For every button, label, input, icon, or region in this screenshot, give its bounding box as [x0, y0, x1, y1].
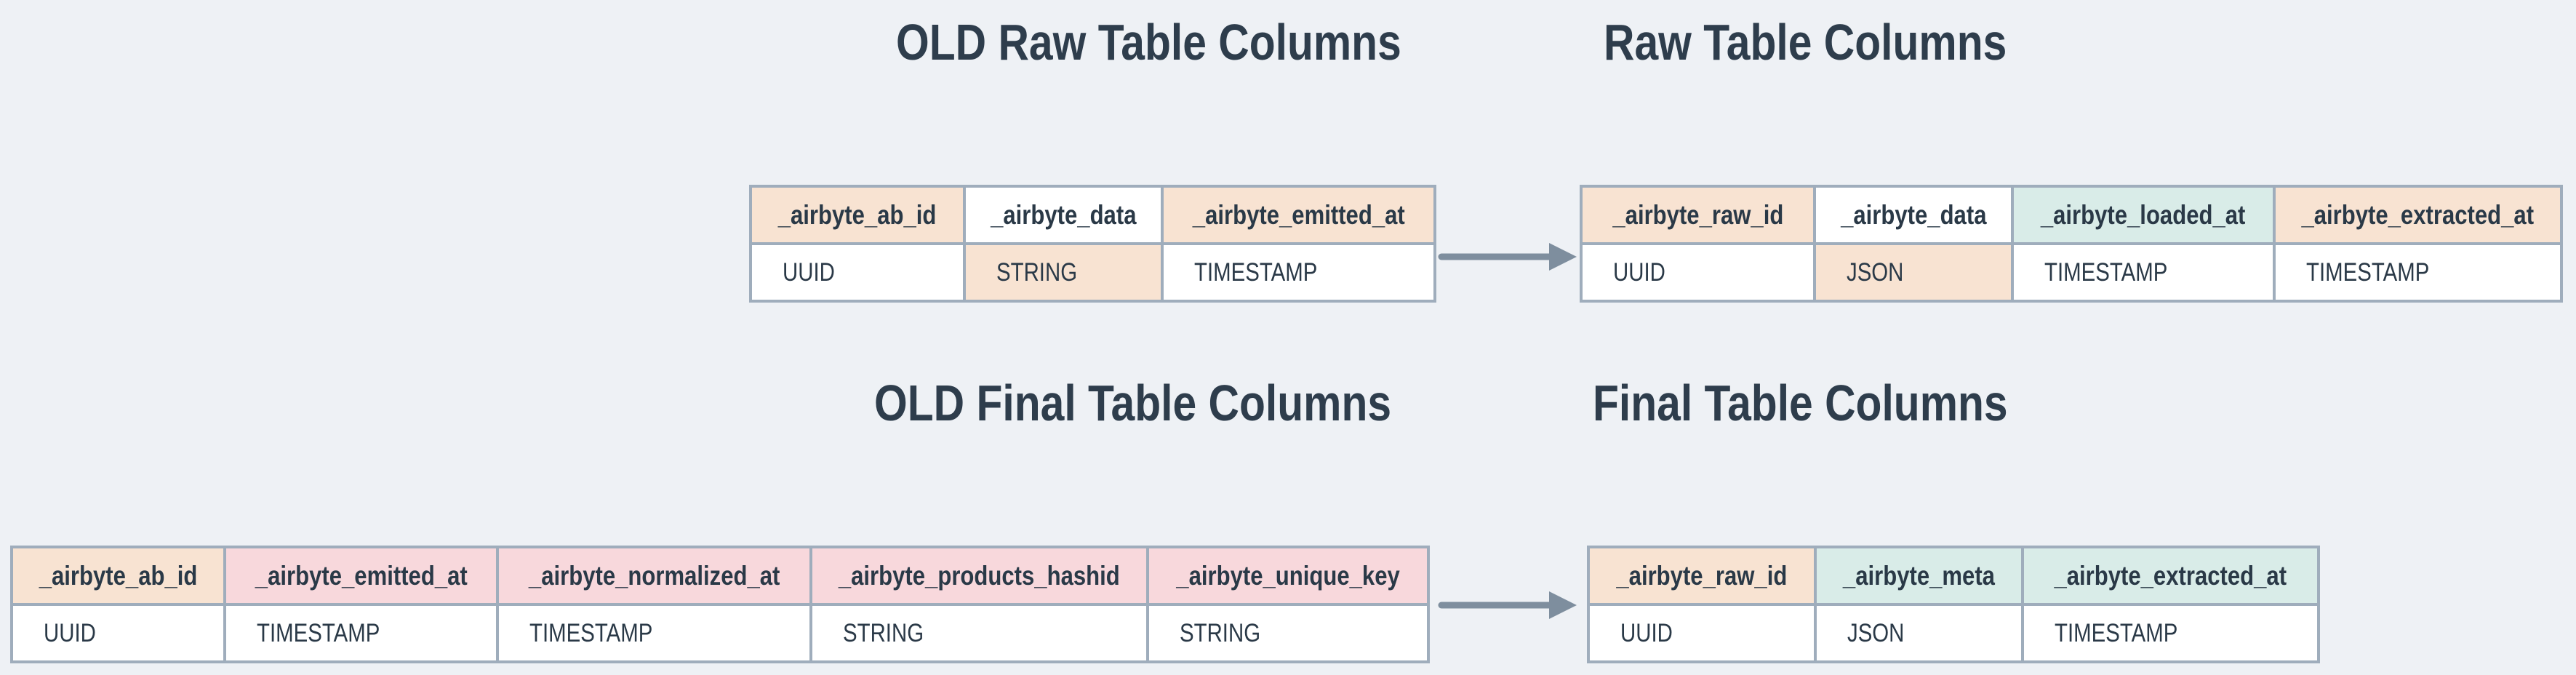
column-header-cell-label: _airbyte_data [1841, 199, 1987, 230]
column-header-cell: _airbyte_raw_id [1583, 188, 1814, 242]
column-header-cell-label: _airbyte_ab_id [778, 199, 937, 230]
column-header-cell-label: _airbyte_raw_id [1616, 560, 1788, 591]
raw-table-title-text: Raw Table Columns [1604, 14, 2007, 71]
old-final-table-type-row: UUID TIMESTAMP TIMESTAMP STRING STRING [13, 606, 1427, 660]
column-type-cell-label: UUID [44, 618, 96, 647]
column-header-cell: _airbyte_raw_id [1590, 548, 1815, 603]
old-final-table: _airbyte_ab_id _airbyte_emitted_at _airbyt… [10, 546, 1430, 663]
old-raw-table-header-row: _airbyte_ab_id _airbyte_data _airbyte_emit… [752, 188, 1433, 242]
column-header-cell-label: _airbyte_loaded_at [2041, 199, 2246, 230]
old-final-table-title-text: OLD Final Table Columns [874, 375, 1392, 431]
column-header-cell: _airbyte_meta [1817, 548, 2022, 603]
column-type-cell-label: UUID [783, 257, 835, 287]
column-type-cell-label: UUID [1620, 618, 1673, 647]
raw-migration-arrow-icon [1438, 243, 1577, 271]
old-raw-table-type-row: UUID STRING TIMESTAMP [752, 245, 1433, 300]
column-type-cell: STRING [1148, 606, 1427, 660]
final-table-type-row: UUID JSON TIMESTAMP [1590, 606, 2317, 660]
column-type-cell-label: TIMESTAMP [2305, 257, 2430, 287]
column-type-cell: TIMESTAMP [2014, 245, 2273, 300]
arrow-head [1549, 591, 1577, 619]
column-header-cell-label: _airbyte_data [990, 199, 1137, 230]
column-header-cell: _airbyte_extracted_at [2024, 548, 2317, 603]
final-migration-arrow-icon [1438, 591, 1577, 619]
column-type-cell: TIMESTAMP [2024, 606, 2317, 660]
column-type-cell: TIMESTAMP [498, 606, 809, 660]
old-raw-table: _airbyte_ab_id _airbyte_data _airbyte_emit… [749, 185, 1436, 303]
column-type-cell: UUID [1583, 245, 1814, 300]
column-type-cell: JSON [1817, 606, 2022, 660]
column-header-cell-label: _airbyte_extracted_at [2054, 560, 2287, 591]
raw-table: _airbyte_raw_id _airbyte_data _airbyte_loa… [1580, 185, 2563, 303]
column-type-cell: TIMESTAMP [1164, 245, 1433, 300]
column-type-cell-label: JSON [1847, 257, 1904, 287]
raw-table-header-row: _airbyte_raw_id _airbyte_data _airbyte_loa… [1583, 188, 2560, 242]
column-type-cell-label: TIMESTAMP [1194, 257, 1318, 287]
column-type-cell-label: TIMESTAMP [257, 618, 380, 647]
column-header-cell: _airbyte_ab_id [13, 548, 224, 603]
final-table-header-row: _airbyte_raw_id _airbyte_meta _airbyte_ext… [1590, 548, 2317, 603]
column-header-cell: _airbyte_products_hashid [812, 548, 1146, 603]
column-header-cell: _airbyte_loaded_at [2014, 188, 2273, 242]
column-type-cell-label: STRING [1179, 618, 1260, 647]
arrow-head [1549, 243, 1577, 271]
column-header-cell: _airbyte_normalized_at [498, 548, 809, 603]
column-header-cell-label: _airbyte_raw_id [1612, 199, 1784, 230]
column-header-cell-label: _airbyte_emitted_at [1192, 199, 1405, 230]
old-final-table-header-row: _airbyte_ab_id _airbyte_emitted_at _airbyt… [13, 548, 1427, 603]
column-header-cell: _airbyte_emitted_at [226, 548, 496, 603]
column-type-cell: STRING [812, 606, 1146, 660]
old-raw-table-title: OLD Raw Table Columns [896, 14, 1497, 71]
column-header-cell: _airbyte_ab_id [752, 188, 963, 242]
column-type-cell: UUID [752, 245, 963, 300]
column-header-cell: _airbyte_emitted_at [1164, 188, 1433, 242]
column-type-cell: TIMESTAMP [2275, 245, 2560, 300]
final-table: _airbyte_raw_id _airbyte_meta _airbyte_ext… [1587, 546, 2320, 663]
column-type-cell-label: STRING [996, 257, 1078, 287]
column-type-cell: UUID [13, 606, 224, 660]
column-header-cell-label: _airbyte_emitted_at [255, 560, 468, 591]
old-final-table-title: OLD Final Table Columns [874, 375, 1490, 431]
raw-table-title: Raw Table Columns [1604, 14, 2084, 71]
column-header-cell: _airbyte_extracted_at [2275, 188, 2560, 242]
column-header-cell: _airbyte_unique_key [1148, 548, 1427, 603]
column-header-cell-label: _airbyte_unique_key [1176, 560, 1400, 591]
column-header-cell-label: _airbyte_meta [1843, 560, 1996, 591]
column-type-cell: STRING [966, 245, 1161, 300]
column-header-cell-label: _airbyte_normalized_at [528, 560, 780, 591]
final-table-title: Final Table Columns [1593, 375, 2087, 431]
column-type-cell: TIMESTAMP [226, 606, 496, 660]
column-type-cell-label: STRING [843, 618, 924, 647]
column-header-cell: _airbyte_data [966, 188, 1161, 242]
column-type-cell-label: UUID [1613, 257, 1665, 287]
column-type-cell-label: TIMESTAMP [2055, 618, 2178, 647]
column-type-cell: JSON [1816, 245, 2012, 300]
column-header-cell-label: _airbyte_ab_id [39, 560, 198, 591]
column-type-cell-label: TIMESTAMP [2044, 257, 2168, 287]
final-table-title-text: Final Table Columns [1593, 375, 2008, 431]
column-header-cell-label: _airbyte_extracted_at [2301, 199, 2535, 230]
old-raw-table-title-text: OLD Raw Table Columns [896, 14, 1401, 71]
column-header-cell: _airbyte_data [1816, 188, 2012, 242]
raw-table-type-row: UUID JSON TIMESTAMP TIMESTAMP [1583, 245, 2560, 300]
column-type-cell-label: TIMESTAMP [529, 618, 652, 647]
column-header-cell-label: _airbyte_products_hashid [838, 560, 1120, 591]
column-type-cell-label: JSON [1847, 618, 1905, 647]
column-type-cell: UUID [1590, 606, 1815, 660]
